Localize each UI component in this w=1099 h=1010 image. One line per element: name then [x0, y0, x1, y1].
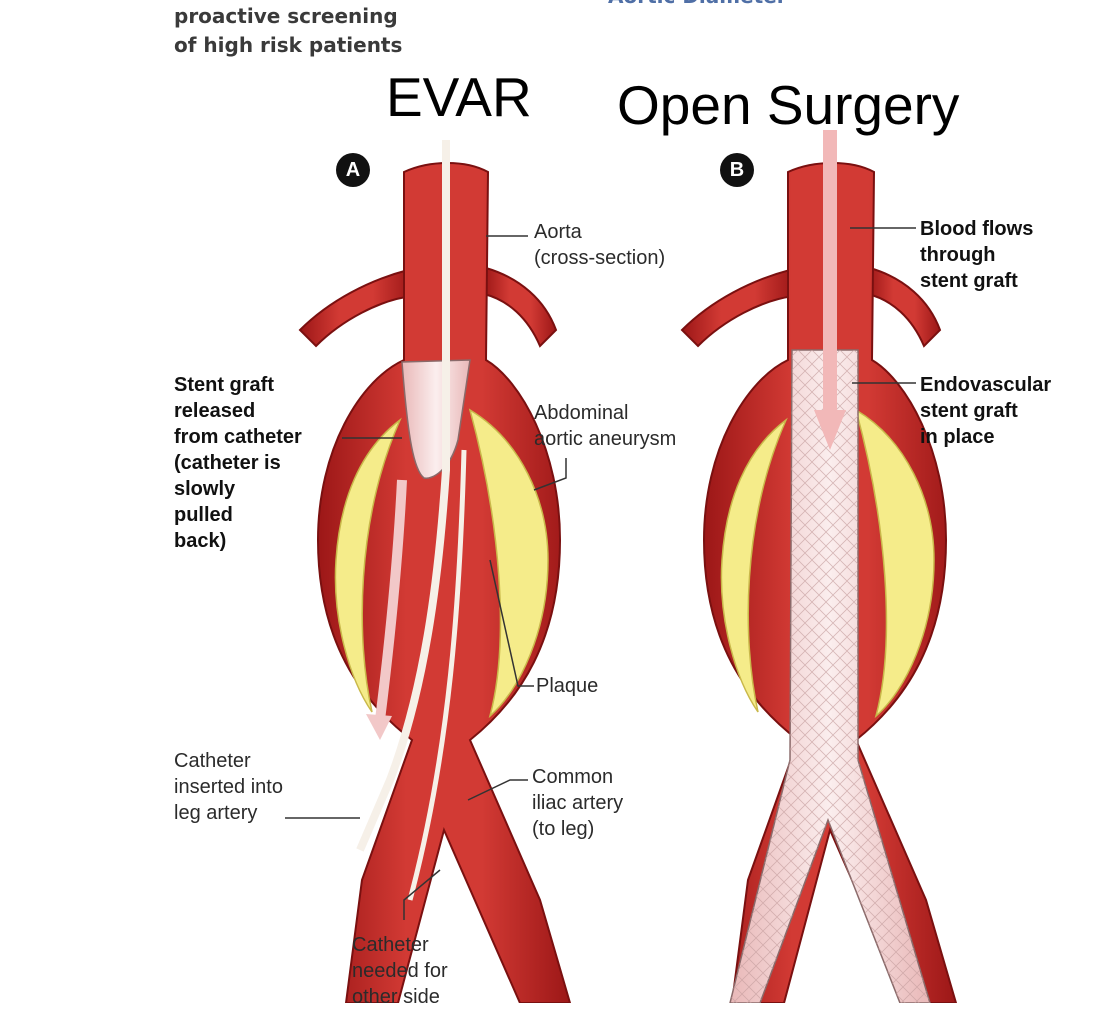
label-stent-released: Stent graft released from catheter (cath… — [174, 372, 302, 554]
renal-artery-right-a — [484, 268, 556, 346]
label-plaque: Plaque — [536, 673, 598, 699]
panel-b-drawing — [682, 130, 956, 1003]
panel-b-badge: B — [720, 153, 754, 187]
renal-artery-left-a — [300, 270, 412, 346]
label-aorta: Aorta(cross-section) — [534, 219, 665, 271]
panel-a-badge: A — [336, 153, 370, 187]
renal-artery-left-b — [682, 270, 794, 346]
